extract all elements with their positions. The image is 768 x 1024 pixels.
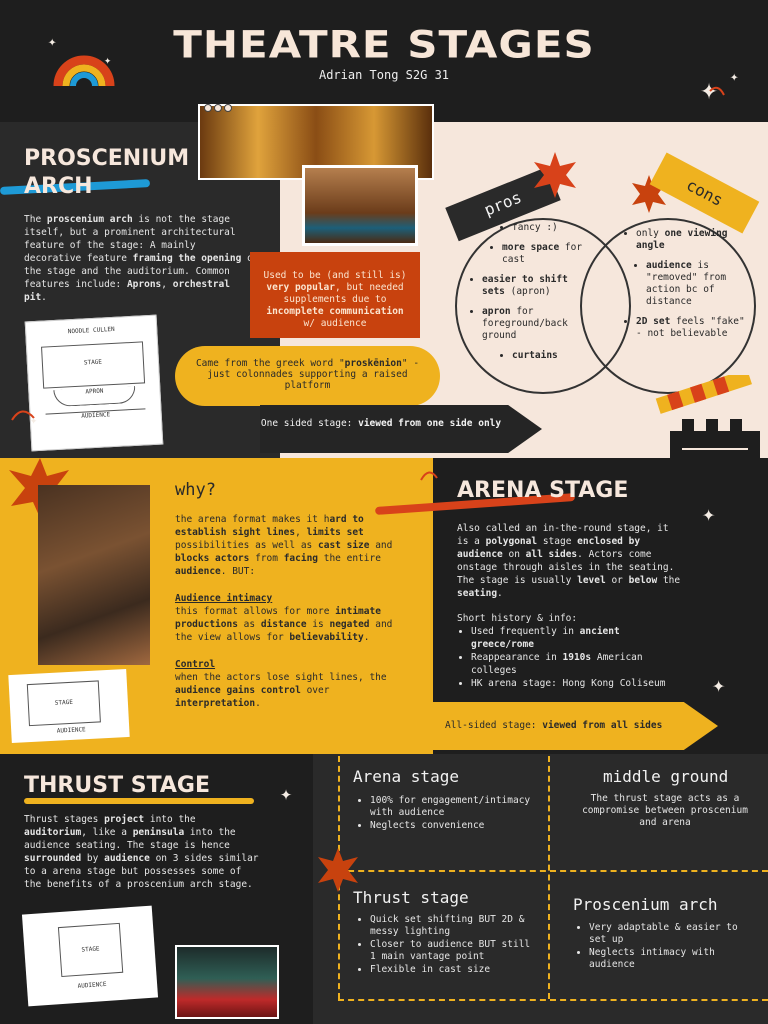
- proscenium-summary-list: Very adaptable & easier to set up Neglec…: [575, 922, 745, 972]
- arena-title: ARENA STAGE: [457, 478, 629, 503]
- thrust-summary-title: Thrust stage: [353, 888, 469, 907]
- list-item: 2D set feels "fake" - not believable: [636, 316, 747, 340]
- why-body: the arena format makes it hard to establ…: [175, 513, 407, 710]
- sparkle-icon: ✦: [712, 673, 725, 698]
- swoosh-icon: [420, 471, 438, 481]
- sparkle-icon: ✦: [702, 502, 715, 527]
- why-heading: why?: [175, 480, 216, 500]
- sparkle-icon: ✦ ✦: [700, 69, 739, 107]
- svg-text:✦: ✦: [702, 502, 715, 527]
- divider: [548, 756, 550, 999]
- list-item: Closer to audience BUT still 1 main vant…: [370, 939, 536, 963]
- divider: [338, 999, 768, 1001]
- one-sided-arrow: One sided stage: viewed from one side on…: [260, 405, 542, 453]
- list-item: easier to shift sets (apron): [482, 274, 593, 298]
- intimacy-heading: Audience intimacy: [175, 593, 273, 604]
- page-title: THEATRE STAGES: [173, 22, 595, 67]
- arena-stage-photo: [38, 485, 150, 665]
- sparkle-icon: ✦: [280, 781, 292, 805]
- list-item: Used frequently in ancient greece/rome: [471, 625, 682, 651]
- middle-ground-title: middle ground: [603, 767, 729, 786]
- list-item: Neglects convenience: [370, 820, 536, 832]
- yellow-underline: [24, 798, 254, 804]
- cons-list: only one viewing angle audience is "remo…: [622, 228, 747, 348]
- list-item: Flexible in cast size: [370, 964, 536, 976]
- author: Adrian Tong S2G 31: [318, 68, 450, 82]
- svg-text:✦: ✦: [30, 413, 37, 427]
- list-item: Neglects intimacy with audience: [589, 947, 745, 971]
- list-item: Reappearance in 1910s American colleges: [471, 651, 682, 677]
- starburst-icon: [534, 152, 576, 198]
- thrust-stage-photo: [175, 945, 279, 1019]
- list-item: fancy :): [512, 222, 593, 234]
- thrust-title: THRUST STAGE: [24, 773, 210, 798]
- pros-list: fancy :) more space for cast easier to s…: [468, 222, 593, 370]
- list-item: curtains: [512, 350, 593, 362]
- middle-ground-body: The thrust stage acts as a compromise be…: [582, 793, 748, 828]
- swoosh-icon: ✦: [11, 410, 37, 427]
- popularity-note: Used to be (and still is) very popular, …: [250, 252, 420, 338]
- list-item: only one viewing angle: [636, 228, 747, 252]
- svg-text:✦: ✦: [712, 673, 725, 698]
- control-heading: Control: [175, 659, 216, 670]
- svg-text:✦: ✦: [700, 72, 718, 107]
- header: [0, 0, 768, 122]
- svg-text:✦: ✦: [48, 34, 57, 50]
- etymology-note: Came from the greek word "proskēnion" - …: [175, 346, 440, 406]
- proscenium-summary-title: Proscenium arch: [573, 895, 718, 914]
- list-item: HK arena stage: Hong Kong Coliseum: [471, 677, 682, 690]
- svg-text:✦: ✦: [280, 781, 292, 805]
- thrust-summary-list: Quick set shifting BUT 2D & messy lighti…: [356, 914, 536, 977]
- comparison-panel: [313, 754, 768, 1024]
- divider: [338, 870, 768, 872]
- starburst-icon: [318, 848, 358, 892]
- all-sided-arrow: All-sided stage: viewed from all sides: [433, 702, 718, 750]
- arena-diagram: STAGE AUDIENCE: [8, 668, 130, 744]
- list-item: more space for cast: [502, 242, 593, 266]
- proscenium-diagram: NOODLE CULLEN STAGE APRON AUDIENCE: [24, 314, 164, 452]
- arena-summary-title: Arena stage: [353, 767, 459, 786]
- arena-summary-list: 100% for engagement/intimacy with audien…: [356, 795, 536, 833]
- rainbow-icon: ✦ ✦: [48, 34, 115, 87]
- proscenium-title: PROSCENIUM ARCH: [24, 145, 244, 201]
- list-item: Very adaptable & easier to set up: [589, 922, 745, 946]
- arena-body: Also called an in-the-round stage, it is…: [457, 522, 682, 690]
- venn-cons-circle: [580, 218, 756, 394]
- proscenium-stage-photo: [302, 165, 418, 246]
- list-item: Quick set shifting BUT 2D & messy lighti…: [370, 914, 536, 938]
- svg-text:✦: ✦: [730, 69, 739, 85]
- proscenium-body: The proscenium arch is not the stage its…: [24, 214, 253, 303]
- thrust-body: Thrust stages project into the auditoriu…: [24, 814, 259, 890]
- list-item: 100% for engagement/intimacy with audien…: [370, 795, 536, 819]
- history-heading: Short history & info:: [457, 613, 578, 624]
- starburst-icon: [632, 175, 666, 213]
- svg-text:✦: ✦: [104, 53, 111, 67]
- list-item: apron for foreground/back ground: [482, 306, 593, 342]
- list-item: audience is "removed" from action bc of …: [646, 260, 747, 308]
- clapperboard-icon: [655, 375, 760, 465]
- proscenium-title-line1: PROSCENIUM: [24, 146, 190, 171]
- thrust-diagram: STAGE AUDIENCE: [21, 905, 159, 1007]
- proscenium-title-line2: ARCH: [24, 174, 93, 199]
